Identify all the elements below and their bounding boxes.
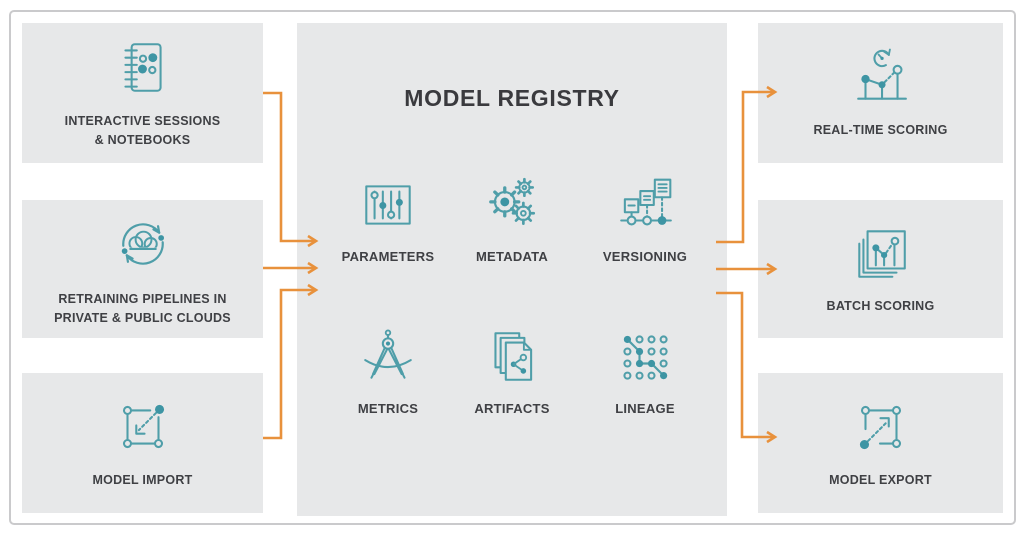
feature-parameters: PARAMETERS xyxy=(328,174,448,264)
feature-metrics: METRICS xyxy=(328,326,448,416)
notebook-icon xyxy=(123,42,162,92)
feature-versioning: VERSIONING xyxy=(585,174,705,264)
realtime-chart-icon xyxy=(856,48,907,100)
source-label-interactive-sessions: INTERACTIVE SESSIONS & NOTEBOOKS xyxy=(64,113,221,147)
batch-chart-icon xyxy=(857,230,906,278)
source-box-retraining-pipelines: RETRAINING PIPELINES IN PRIVATE & PUBLIC… xyxy=(22,200,263,338)
destination-label-model-export: MODEL EXPORT xyxy=(829,473,932,488)
stacked-documents-icon xyxy=(494,332,533,381)
outer-frame xyxy=(9,10,1016,525)
source-label-model-import: MODEL IMPORT xyxy=(92,473,193,488)
node-graph-icon xyxy=(623,335,668,380)
destination-box-realtime-scoring: REAL-TIME SCORING xyxy=(758,23,1003,163)
feature-label-artifacts: ARTIFACTS xyxy=(474,401,550,416)
destination-box-batch-scoring: BATCH SCORING xyxy=(758,200,1003,338)
feature-label-lineage: LINEAGE xyxy=(615,401,675,416)
source-box-model-import: MODEL IMPORT xyxy=(22,373,263,513)
feature-label-versioning: VERSIONING xyxy=(602,249,688,264)
panel-title: MODEL REGISTRY xyxy=(404,85,620,111)
source-box-interactive-sessions: INTERACTIVE SESSIONS & NOTEBOOKS xyxy=(22,23,263,163)
source-label-retraining-pipelines: RETRAINING PIPELINES IN PRIVATE & PUBLIC… xyxy=(54,291,231,325)
model-registry-panel: MODEL REGISTRY PARAMETERS xyxy=(297,23,727,516)
feature-label-parameters: PARAMETERS xyxy=(341,249,435,264)
destination-label-realtime-scoring: REAL-TIME SCORING xyxy=(813,123,948,138)
feature-label-metrics: METRICS xyxy=(357,401,419,416)
version-timeline-icon xyxy=(620,178,672,226)
sliders-icon xyxy=(365,185,411,225)
gears-icon xyxy=(489,177,536,225)
cloud-sync-icon xyxy=(121,223,164,265)
import-square-icon xyxy=(122,405,164,449)
feature-metadata: METADATA xyxy=(452,174,572,264)
destination-label-batch-scoring: BATCH SCORING xyxy=(826,299,935,314)
export-square-icon xyxy=(859,406,901,450)
compass-icon xyxy=(364,329,412,379)
feature-artifacts: ARTIFACTS xyxy=(452,326,572,416)
destination-box-model-export: MODEL EXPORT xyxy=(758,373,1003,513)
feature-label-metadata: METADATA xyxy=(475,249,549,264)
feature-lineage: LINEAGE xyxy=(585,326,705,416)
